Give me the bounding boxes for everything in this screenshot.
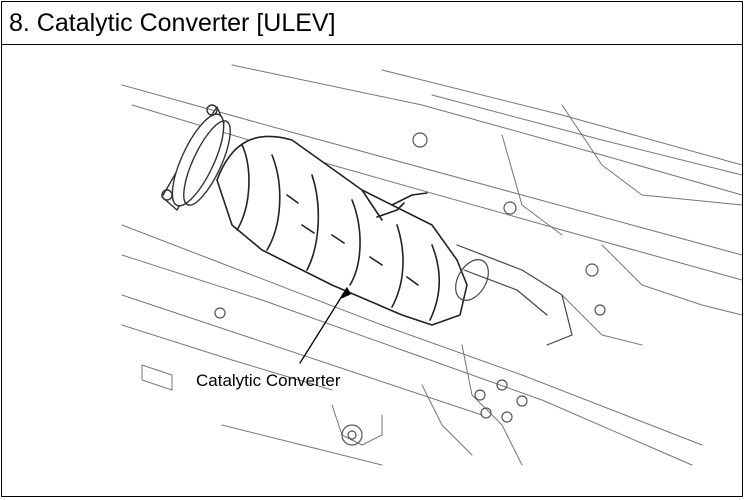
callout-label: Catalytic Converter	[196, 371, 341, 390]
catalytic-converter-illustration-icon	[121, 64, 743, 466]
callout-leader	[299, 287, 351, 364]
converter-body	[216, 135, 468, 326]
section-title: 8. Catalytic Converter [ULEV]	[2, 2, 742, 45]
bolts	[214, 132, 606, 446]
diagram-area: Catalytic Converter	[2, 45, 743, 496]
inlet-flange	[161, 104, 231, 211]
chassis-lines	[121, 64, 743, 466]
outlet-pipe	[455, 244, 573, 346]
